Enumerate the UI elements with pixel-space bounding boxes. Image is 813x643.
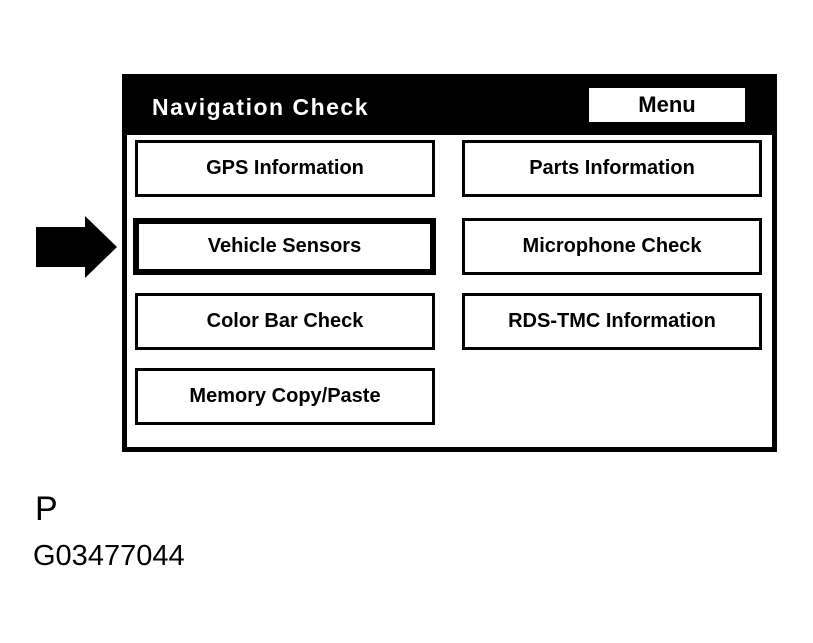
right-arrow-icon [36,216,117,278]
button-color-bar-check[interactable]: Color Bar Check [135,293,435,350]
button-vehicle-sensors[interactable]: Vehicle Sensors [133,218,436,275]
button-gps-information[interactable]: GPS Information [135,140,435,197]
panel-header: Navigation Check Menu [127,79,772,135]
navigation-check-panel: Navigation Check Menu GPS Information Pa… [122,74,777,452]
menu-button[interactable]: Menu [589,88,745,122]
button-parts-information[interactable]: Parts Information [462,140,762,197]
figure-code: G03477044 [33,540,185,572]
button-microphone-check[interactable]: Microphone Check [462,218,762,275]
button-rds-tmc-information[interactable]: RDS-TMC Information [462,293,762,350]
button-memory-copy-paste[interactable]: Memory Copy/Paste [135,368,435,425]
page-title: Navigation Check [152,94,369,120]
figure-label: P [35,490,58,528]
